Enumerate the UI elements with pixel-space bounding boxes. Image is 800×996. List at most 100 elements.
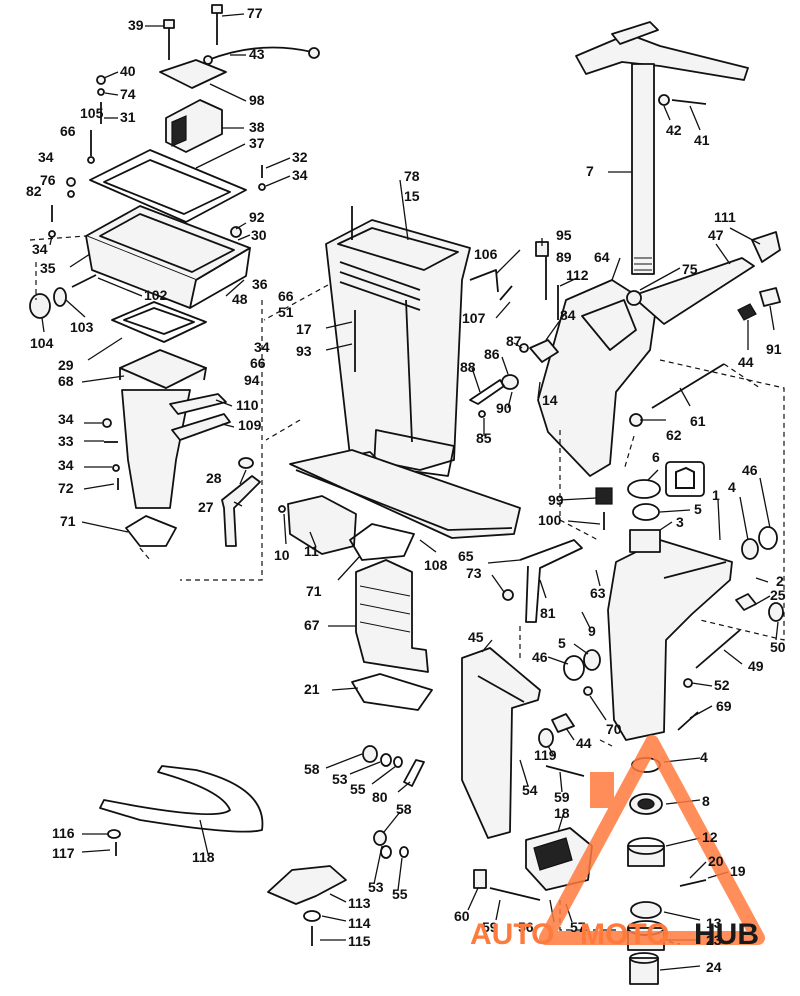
callout-label: 111 — [714, 209, 736, 225]
callout-label: 64 — [594, 249, 610, 265]
callout-label: 118 — [192, 849, 215, 865]
callout-label: 14 — [542, 392, 558, 408]
callout-label: 7 — [586, 163, 594, 179]
callout-label: 3 — [676, 514, 684, 530]
callout-label: 85 — [476, 430, 492, 446]
callout-label: 104 — [30, 335, 54, 351]
bushing-6 — [627, 479, 661, 499]
callout-label: 42 — [666, 122, 682, 138]
callout-label: 58 — [396, 801, 412, 817]
callout-label: 116 — [52, 825, 75, 841]
callout-label: 28 — [206, 470, 222, 486]
callout-label: 59 — [482, 919, 498, 935]
bolt-77 — [211, 4, 223, 45]
callout-label: 92 — [249, 209, 265, 225]
callout-label: 74 — [120, 86, 136, 102]
callout-label: 110 — [236, 397, 259, 413]
callout-label: 45 — [468, 629, 484, 645]
grommet-104 — [29, 293, 51, 319]
callout-label: 8 — [702, 793, 710, 809]
callout-label: 69 — [716, 698, 732, 714]
exhaust-housing-15 — [289, 219, 521, 539]
callout-label: 30 — [251, 227, 267, 243]
callout-label: 80 — [372, 789, 388, 805]
callout-label: 113 — [348, 895, 371, 911]
ring-4 — [632, 503, 660, 521]
callout-label: 9 — [588, 623, 596, 639]
identification-tag-icon — [665, 461, 705, 497]
callout-label: 98 — [249, 92, 265, 108]
callout-label: 73 — [466, 565, 482, 581]
callout-label: 68 — [58, 373, 74, 389]
callout-label: 114 — [348, 915, 371, 931]
callout-label: 4 — [700, 749, 708, 765]
callout-label: 34 — [254, 339, 270, 355]
callout-label: 65 — [458, 548, 474, 564]
callout-label: 25 — [770, 587, 786, 603]
seal-71-left — [125, 515, 177, 547]
callout-label: 99 — [548, 492, 564, 508]
callout-label: 5 — [558, 635, 566, 651]
callout-label: 63 — [590, 585, 606, 601]
clamp-bracket-45 — [461, 647, 541, 839]
callout-label: 20 — [708, 853, 724, 869]
callout-label: 36 — [252, 276, 268, 292]
callout-label: 106 — [474, 246, 498, 262]
callout-label: 55 — [392, 886, 408, 902]
callout-label: 58 — [304, 761, 320, 777]
callout-label: 60 — [454, 908, 470, 924]
callout-label: 84 — [560, 307, 576, 323]
callout-label: 48 — [232, 291, 248, 307]
callout-label: 59 — [554, 789, 570, 805]
callout-label: 2 — [776, 573, 784, 589]
bracket-113 — [267, 865, 347, 905]
callout-label: 46 — [742, 462, 758, 478]
seal-21 — [351, 673, 433, 711]
adapter-plate-30 — [85, 205, 251, 309]
callout-label: 6 — [652, 449, 660, 465]
bracket-98 — [159, 59, 227, 89]
callout-label: 109 — [238, 417, 262, 433]
callout-label: 35 — [40, 260, 56, 276]
callout-label: 34 — [58, 411, 74, 427]
exhaust-tube-68 — [119, 349, 207, 509]
callout-label: 56 — [518, 919, 534, 935]
callout-label: 70 — [606, 721, 622, 737]
bushing-12 — [627, 845, 665, 867]
tilt-tube-47 — [631, 257, 755, 325]
callout-label: 47 — [708, 227, 724, 243]
callout-label: 12 — [702, 829, 718, 845]
callout-label: 112 — [566, 267, 589, 283]
callout-label: 43 — [249, 46, 265, 62]
callout-label: 44 — [576, 735, 592, 751]
callout-label: 18 — [554, 805, 570, 821]
callout-label: 38 — [249, 119, 265, 135]
callout-label: 24 — [706, 959, 722, 975]
callout-label: 61 — [690, 413, 706, 429]
callout-label: 115 — [348, 933, 371, 949]
callout-label: 34 — [292, 167, 308, 183]
callout-label: 21 — [304, 681, 320, 697]
callout-label: 105 — [80, 105, 104, 121]
callout-label: 88 — [460, 359, 476, 375]
plate-29 — [111, 301, 207, 343]
callout-label: 11 — [304, 543, 319, 559]
callout-label: 33 — [58, 433, 74, 449]
callout-label: 49 — [748, 658, 764, 674]
watermark-logo — [539, 735, 765, 945]
watermark-text-hub: HUB — [694, 918, 759, 951]
callout-label: 34 — [38, 149, 54, 165]
anode-plate-118 — [99, 765, 264, 833]
callout-label: 27 — [198, 499, 214, 515]
callout-label: 23 — [706, 932, 722, 948]
sleeve-3 — [629, 529, 661, 553]
callout-label: 37 — [249, 135, 265, 151]
cover-10 — [287, 495, 357, 555]
callout-label: 86 — [484, 346, 500, 362]
callout-label: 53 — [368, 879, 384, 895]
callout-label: 54 — [522, 782, 538, 798]
callout-label: 55 — [350, 781, 366, 797]
callout-label: 66 — [278, 288, 294, 304]
